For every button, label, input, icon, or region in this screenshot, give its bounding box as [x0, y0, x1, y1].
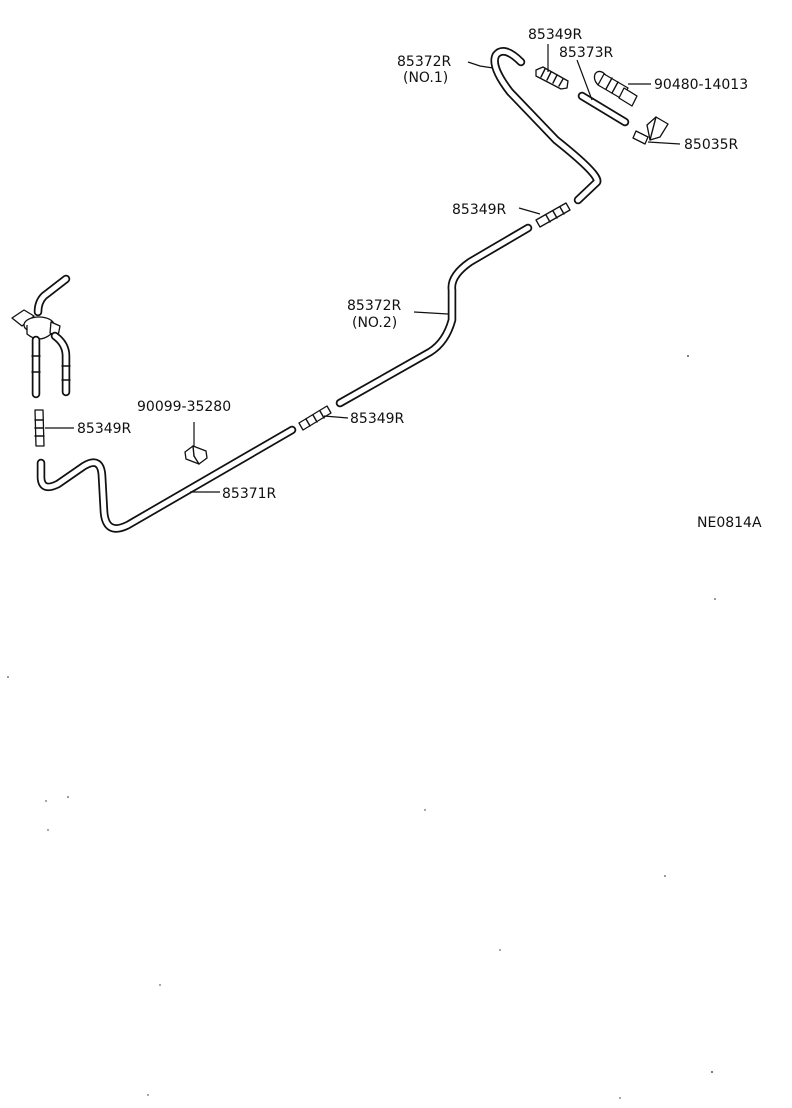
drawing-code: NE0814A — [697, 515, 762, 531]
hose-85372r-no2 — [335, 223, 533, 408]
part-labels: 85372R (NO.1) 85349R 85373R 90480-14013 … — [77, 27, 762, 531]
hose-85371r — [36, 425, 297, 533]
label-85371r: 85371R — [222, 486, 277, 502]
hose-85373r — [577, 91, 630, 127]
label-85349r-left: 85349R — [77, 421, 132, 437]
label-85349r-top: 85349R — [528, 27, 583, 43]
leader-lines — [45, 44, 681, 493]
filter-85035r — [632, 116, 669, 145]
hose-85372r-no1 — [490, 47, 602, 205]
label-85349r-low: 85349R — [350, 411, 405, 427]
check-valve-90480-14013 — [593, 70, 638, 107]
label-90099-35280: 90099-35280 — [137, 399, 231, 415]
scan-specks — [7, 355, 716, 1099]
label-85035r: 85035R — [684, 137, 739, 153]
label-85372r-no1: 85372R — [397, 54, 452, 70]
label-85373r: 85373R — [559, 45, 614, 61]
joint-85349r-low — [298, 405, 332, 431]
clip-90099-35280 — [184, 445, 208, 465]
washer-nozzle-assembly — [11, 274, 71, 399]
joint-85349r-mid — [535, 202, 571, 228]
label-85372r-no2: 85372R — [347, 298, 402, 314]
label-85349r-mid: 85349R — [452, 202, 507, 218]
joint-85349r-left — [34, 409, 45, 447]
label-85372r-no2-sub: (NO.2) — [352, 315, 397, 331]
label-85372r-no1-sub: (NO.1) — [403, 70, 448, 86]
joint-85349r-top — [535, 66, 569, 90]
label-90480-14013: 90480-14013 — [654, 77, 748, 93]
